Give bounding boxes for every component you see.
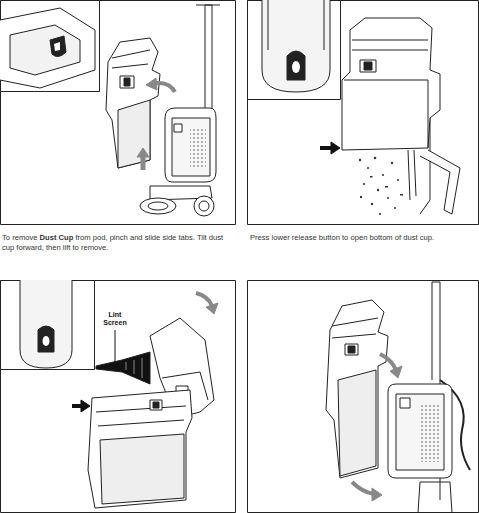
caption-text: To remove xyxy=(2,233,37,242)
dust-cup-removal xyxy=(0,1,220,217)
caption: Press lower release button to open botto… xyxy=(250,233,476,243)
dust-cup-reinstall xyxy=(326,282,470,513)
part-label: Lint Screen xyxy=(98,311,132,327)
motion-arrow xyxy=(141,156,146,170)
motion-arrow xyxy=(352,482,374,494)
direction-arrow xyxy=(320,146,332,150)
part-label: Lint Screen xyxy=(103,311,126,326)
caption: To removeDust Cupfrom pod, pinch and sli… xyxy=(2,233,236,253)
inset-frame xyxy=(248,1,341,100)
caption-text: Dust Cup xyxy=(40,233,74,242)
panel-frame xyxy=(248,1,479,225)
leader-line xyxy=(115,330,116,362)
panel-frame xyxy=(248,281,479,513)
caption-text: Press lower release button to open botto… xyxy=(250,233,434,242)
motion-arrow xyxy=(196,293,212,306)
lid-and-screen xyxy=(1,280,219,508)
panel-frame xyxy=(1,281,236,513)
motion-arrow xyxy=(380,354,396,370)
inset-frame xyxy=(1,1,100,92)
dust-cup-emptying xyxy=(248,0,461,215)
panel-frame xyxy=(1,1,236,225)
inset-frame xyxy=(1,281,95,370)
